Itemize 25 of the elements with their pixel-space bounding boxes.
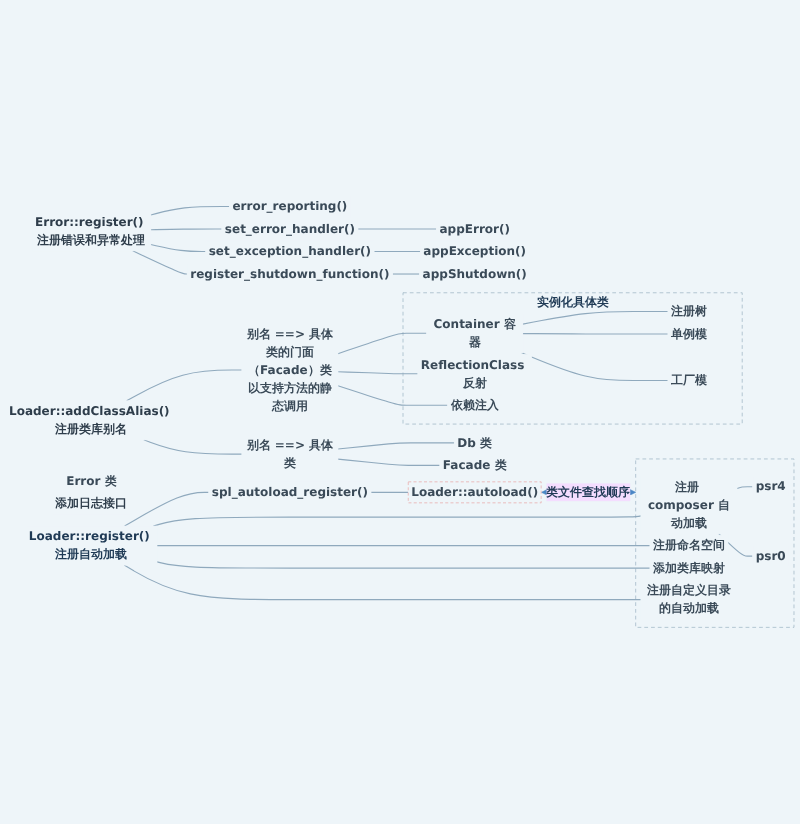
connector (337, 371, 419, 375)
connector (391, 273, 421, 275)
connector (337, 442, 455, 450)
connector (124, 492, 210, 527)
connector (736, 486, 754, 490)
connector (150, 244, 207, 253)
connector (152, 515, 642, 527)
connector (522, 311, 669, 325)
connector (123, 564, 642, 601)
connector (150, 206, 230, 216)
connector (373, 251, 421, 253)
connector (143, 439, 243, 455)
connector (150, 228, 223, 231)
cluster (635, 458, 795, 629)
connector (357, 228, 438, 230)
connector (521, 352, 669, 382)
connector (337, 458, 441, 467)
connector (337, 333, 428, 355)
connector (156, 561, 651, 569)
connector (370, 492, 409, 494)
connector (156, 545, 651, 547)
connector (522, 333, 669, 335)
connector (337, 385, 449, 407)
connector (132, 250, 188, 275)
connector (126, 369, 243, 402)
